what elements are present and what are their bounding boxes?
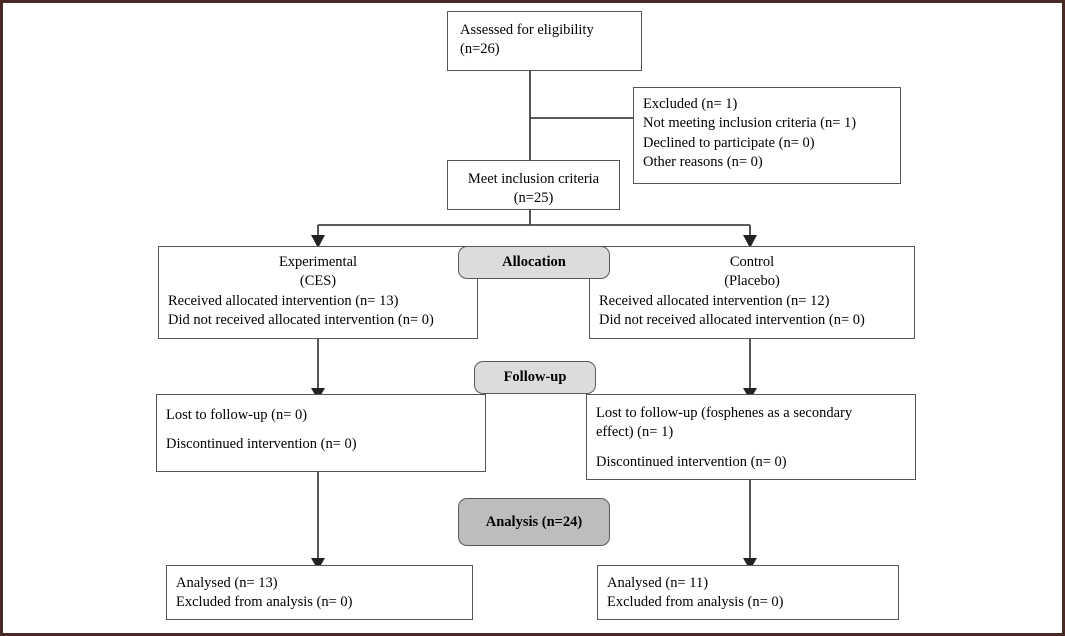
- excluded-line-2: Not meeting inclusion criteria (n= 1): [643, 115, 857, 132]
- control-line-3: Received allocated intervention (n= 12): [599, 292, 830, 309]
- experimental-line-2: (CES): [299, 273, 337, 290]
- experimental-line-3: Received allocated intervention (n= 13): [168, 292, 399, 309]
- followup-right-line-2: Discontinued intervention (n= 0): [596, 453, 787, 470]
- badge-analysis: Analysis (n=24): [458, 498, 610, 546]
- analysis-badge-label: Analysis (n=24): [485, 513, 583, 530]
- node-analysed-right: Analysed (n= 11) Excluded from analysis …: [597, 565, 899, 620]
- analysed-right-line-2: Excluded from analysis (n= 0): [607, 594, 784, 611]
- analysed-left-line-1: Analysed (n= 13): [176, 575, 278, 591]
- badge-allocation: Allocation: [458, 246, 610, 279]
- node-assessed-for-eligibility: Assessed for eligibility (n=26): [447, 11, 642, 71]
- inclusion-line-2: (n=25): [513, 190, 554, 207]
- node-analysed-left: Analysed (n= 13) Excluded from analysis …: [166, 565, 473, 620]
- excluded-line-4: Other reasons (n= 0): [643, 153, 763, 170]
- control-line-1: Control: [729, 254, 775, 270]
- spacer: [166, 425, 476, 435]
- experimental-line-1: Experimental: [278, 254, 358, 270]
- node-excluded: Excluded (n= 1) Not meeting inclusion cr…: [633, 87, 901, 184]
- follow-up-badge-label: Follow-up: [503, 369, 567, 385]
- diagram-canvas: Assessed for eligibility (n=26) Excluded…: [3, 3, 1062, 633]
- node-meet-inclusion-criteria: Meet inclusion criteria (n=25): [447, 160, 620, 210]
- followup-left-line-1: Lost to follow-up (n= 0): [166, 407, 308, 423]
- node-control-allocation: Control (Placebo) Received allocated int…: [589, 246, 915, 339]
- excluded-line-1: Excluded (n= 1): [643, 96, 738, 112]
- analysed-left-line-2: Excluded from analysis (n= 0): [176, 594, 353, 611]
- assessed-line-2: (n=26): [460, 41, 500, 58]
- badge-follow-up: Follow-up: [474, 361, 596, 394]
- node-follow-up-left: Lost to follow-up (n= 0) Discontinued in…: [156, 394, 486, 472]
- control-line-4: Did not received allocated intervention …: [599, 311, 865, 328]
- followup-left-line-2: Discontinued intervention (n= 0): [166, 436, 357, 453]
- assessed-line-1: Assessed for eligibility: [460, 22, 594, 38]
- spacer: [596, 443, 893, 453]
- control-line-2: (Placebo): [724, 273, 780, 290]
- analysed-right-line-1: Analysed (n= 11): [607, 575, 709, 591]
- node-follow-up-right: Lost to follow-up (fosphenes as a second…: [586, 394, 916, 480]
- followup-right-line-1: Lost to follow-up (fosphenes as a second…: [596, 405, 853, 441]
- allocation-badge-label: Allocation: [502, 254, 566, 270]
- inclusion-line-1: Meet inclusion criteria: [467, 171, 600, 187]
- excluded-line-3: Declined to participate (n= 0): [643, 134, 815, 151]
- node-experimental-allocation: Experimental (CES) Received allocated in…: [158, 246, 478, 339]
- experimental-line-4: Did not received allocated intervention …: [168, 311, 434, 328]
